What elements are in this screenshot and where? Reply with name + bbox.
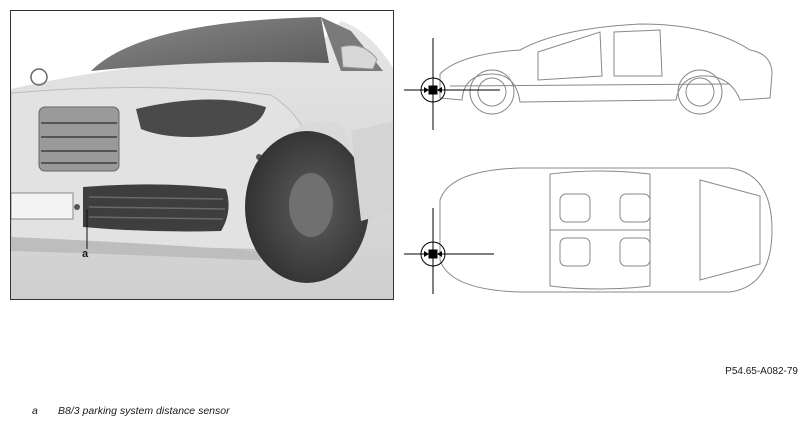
top-body-outline bbox=[439, 167, 773, 293]
grille-slats bbox=[41, 122, 117, 164]
front-door-open bbox=[537, 31, 603, 81]
door-panel bbox=[351, 121, 393, 221]
windshield bbox=[91, 17, 329, 71]
side-body-outline bbox=[439, 23, 773, 103]
rear-seat-left bbox=[619, 193, 651, 223]
roof-outline bbox=[549, 170, 651, 290]
top-view-drawing bbox=[404, 167, 773, 294]
side-view-diagram bbox=[400, 14, 800, 159]
front-corner-drawing bbox=[11, 17, 393, 299]
legend-text: B8/3 parking system distance sensor bbox=[58, 405, 230, 417]
front-wheel bbox=[469, 69, 515, 115]
star-emblem bbox=[30, 68, 48, 86]
rear-door-open bbox=[613, 29, 663, 77]
parking-sensor-a bbox=[74, 204, 80, 210]
top-view-diagram bbox=[400, 160, 800, 305]
front-bumper-illustration bbox=[10, 10, 394, 300]
wheel-hub bbox=[289, 173, 333, 237]
bumper-lip bbox=[11, 237, 311, 263]
front-seat-left bbox=[559, 193, 591, 223]
side-view-drawing bbox=[404, 23, 773, 130]
intake-slats bbox=[88, 196, 226, 220]
legend-key: a bbox=[32, 405, 38, 417]
front-seat-right bbox=[559, 237, 591, 267]
rear-wheel bbox=[677, 69, 723, 115]
rear-seat-right bbox=[619, 237, 651, 267]
side-sensor-marker bbox=[404, 38, 500, 130]
figure-reference-code: P54.65-A082-79 bbox=[725, 366, 798, 377]
side-mirror bbox=[340, 45, 378, 70]
headlamp bbox=[136, 99, 266, 137]
top-sensor-marker bbox=[404, 208, 494, 294]
license-plate bbox=[11, 192, 74, 220]
legend-row: a B8/3 parking system distance sensor bbox=[32, 405, 230, 417]
radiator-grille bbox=[38, 106, 120, 172]
callout-label-a: a bbox=[82, 248, 89, 260]
trunk-outline bbox=[699, 179, 761, 281]
